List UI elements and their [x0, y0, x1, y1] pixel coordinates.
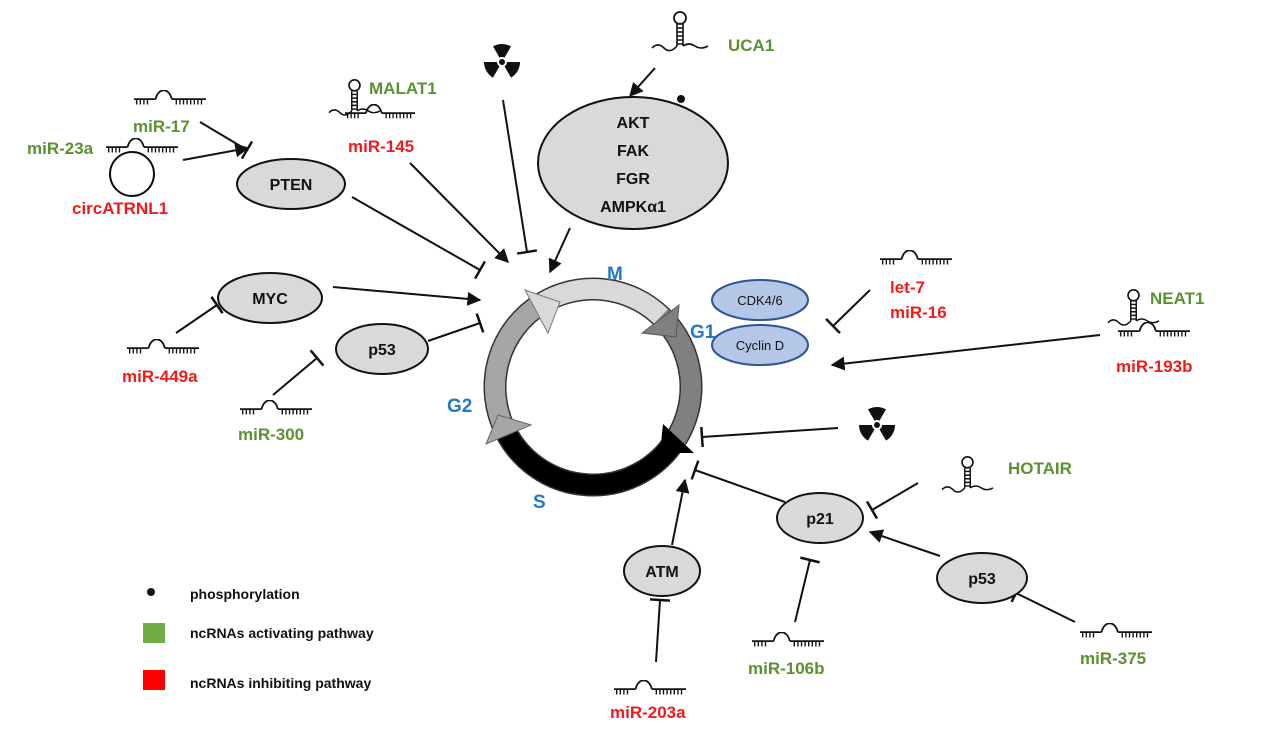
node-akt-complex: AKT FAK FGR AMPKα1 — [537, 95, 729, 230]
mirna-icon — [134, 90, 206, 106]
edge-mir145-cycle — [409, 162, 509, 263]
node-label: ATM — [645, 564, 678, 581]
radiation-icon — [857, 407, 897, 442]
label-mir106b: miR-106b — [748, 659, 825, 678]
s-phase-arrowhead — [660, 424, 694, 453]
node-cyclin-d: Cyclin D — [711, 324, 809, 366]
node-pten: PTEN — [236, 158, 346, 210]
label-neat1: NEAT1 — [1150, 289, 1204, 308]
mirna-icon — [240, 400, 312, 416]
label-mir17: miR-17 — [133, 117, 190, 136]
mirna-icon — [106, 138, 178, 154]
node-p53-right: p53 — [936, 552, 1028, 604]
mirna-icon — [752, 632, 824, 648]
mirna-icon — [614, 680, 686, 696]
label-let7: let-7 — [890, 278, 925, 297]
node-label: MYC — [252, 291, 288, 308]
edge-mir375-p53 — [1010, 583, 1076, 623]
legend-activating: ncRNAs activating pathway — [190, 625, 374, 641]
label-mir16: miR-16 — [890, 303, 947, 322]
edge-p21-cycle — [690, 460, 786, 503]
node-label: p53 — [368, 342, 396, 359]
m-phase-arrowhead — [523, 289, 561, 335]
legend-inhibiting-swatch — [143, 670, 165, 690]
cell-cycle-arrowheads — [485, 289, 694, 453]
legend: phosphorylation ncRNAs activating pathwa… — [143, 586, 374, 691]
edge-atm-cycle — [671, 478, 690, 546]
edges — [175, 67, 1101, 663]
circrna-icon — [109, 151, 155, 197]
node-label: PTEN — [270, 177, 313, 194]
label-circatrnl1: circATRNL1 — [72, 199, 168, 218]
m-phase-segment — [535, 279, 669, 324]
edge-radiation2-cycle — [700, 426, 839, 448]
edge-mir17-pten — [199, 121, 254, 160]
edge-mir106b-p21 — [794, 556, 821, 623]
legend-phosphorylation: phosphorylation — [190, 586, 300, 602]
edge-p53-p21 — [868, 529, 941, 557]
label-uca1: UCA1 — [728, 36, 774, 55]
edge-neat1-cyclin — [830, 334, 1101, 371]
edge-mir23a-pten — [182, 143, 250, 161]
legend-activating-swatch — [143, 623, 165, 643]
node-label: Cyclin D — [736, 338, 784, 353]
edge-let7-cdk — [825, 289, 871, 335]
label-mir449a: miR-449a — [122, 367, 198, 386]
phase-label-s: S — [533, 492, 546, 513]
radiation-icon — [482, 44, 522, 79]
edge-p53-cycle — [427, 313, 485, 342]
label-malat1: MALAT1 — [369, 79, 437, 98]
phosphorylation-dot — [677, 95, 685, 103]
node-ampk: AMPKα1 — [600, 199, 666, 216]
node-p53-left: p53 — [335, 323, 429, 375]
mirna-icon — [1118, 322, 1190, 338]
mirna-icon — [1080, 623, 1152, 639]
mirna-icon — [880, 250, 952, 266]
node-fak: FAK — [617, 143, 649, 160]
phase-label-g2: G2 — [447, 396, 472, 417]
g2-phase-segment — [485, 295, 547, 437]
node-fgr: FGR — [616, 171, 650, 188]
label-mir145: miR-145 — [348, 137, 414, 156]
node-label: p21 — [806, 511, 834, 528]
edge-hotair-p21 — [865, 482, 919, 520]
edge-uca1-akt — [629, 67, 656, 98]
phase-label-m: M — [607, 264, 623, 285]
edge-mir449a-myc — [175, 296, 224, 334]
edge-pten-cycle — [351, 196, 487, 280]
edge-akt-cycle — [548, 227, 571, 274]
edge-radiation-cycle — [502, 99, 538, 255]
node-p21: p21 — [776, 492, 864, 544]
label-mir193b: miR-193b — [1116, 357, 1193, 376]
label-mir300: miR-300 — [238, 425, 304, 444]
node-label: p53 — [968, 571, 996, 588]
legend-phosphorylation-dot — [147, 588, 155, 596]
g2-phase-arrowhead — [485, 414, 533, 445]
phase-label-g1: G1 — [690, 322, 716, 343]
lncrna-hairpin-icon — [651, 11, 709, 52]
edge-mir300-p53 — [272, 349, 325, 396]
edge-mir203a-atm — [649, 598, 671, 663]
g1-phase-arrowhead — [640, 303, 680, 338]
label-hotair: HOTAIR — [1008, 459, 1072, 478]
node-cdk46: CDK4/6 — [711, 279, 809, 321]
label-mir203a: miR-203a — [610, 703, 686, 722]
edge-myc-cycle — [332, 286, 482, 306]
s-phase-segment — [496, 426, 684, 495]
node-atm: ATM — [623, 545, 701, 597]
label-mir375: miR-375 — [1080, 649, 1146, 668]
node-myc: MYC — [217, 272, 323, 324]
lncrna-hairpin-icon — [941, 456, 994, 493]
mirna-icon — [127, 339, 199, 355]
legend-inhibiting: ncRNAs inhibiting pathway — [190, 675, 371, 691]
node-akt: AKT — [617, 115, 650, 132]
node-label: CDK4/6 — [737, 293, 783, 308]
label-mir23a: miR-23a — [27, 139, 94, 158]
